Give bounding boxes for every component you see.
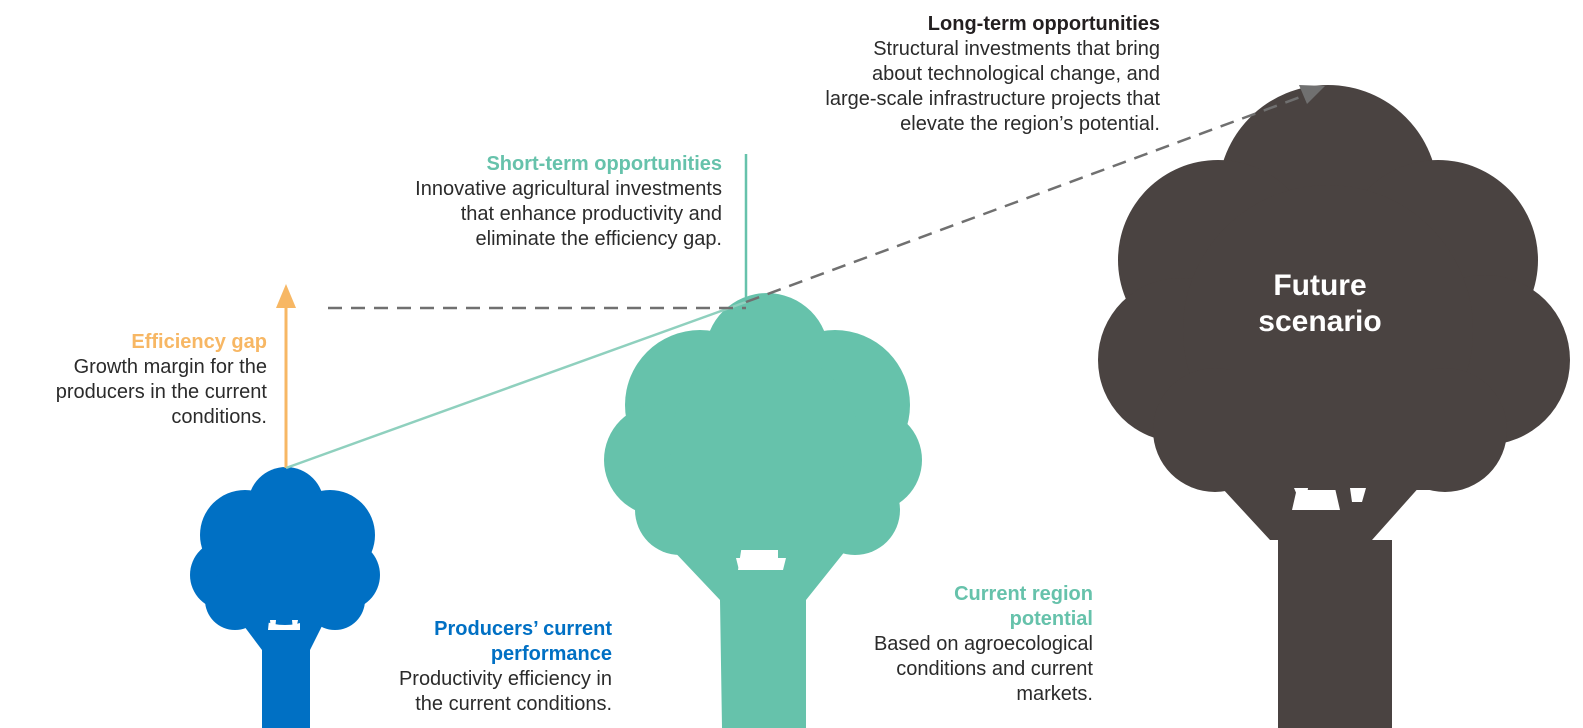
long-term-description: Structural investments that bring about … (825, 38, 1160, 135)
long-term-dashed-line (745, 94, 1304, 304)
efficiency-gap-text: Efficiency gap Growth margin for the pro… (0, 330, 267, 430)
producers-tree (190, 467, 380, 728)
region-title: Current region potential (954, 583, 1093, 630)
producers-tree-crown (190, 467, 380, 630)
producers-performance-text: Producers’ current performance Productiv… (340, 617, 612, 717)
region-tree-trunk (668, 545, 850, 728)
future-tree-trunk (1210, 475, 1430, 728)
future-tree-branch-gaps (1294, 488, 1366, 502)
future-scenario-label: Future scenario (1258, 269, 1382, 338)
producers-title: Producers’ current performance (434, 618, 612, 665)
short-term-opportunities-text: Short-term opportunities Innovative agri… (340, 152, 722, 252)
region-tree-branch-gaps (736, 558, 786, 570)
region-potential-text: Current region potential Based on agroec… (800, 582, 1093, 707)
short-term-line (285, 300, 747, 470)
region-tree-crown (604, 293, 922, 555)
long-term-arrow-head (1299, 85, 1325, 104)
efficiency-gap-title: Efficiency gap (131, 331, 267, 353)
short-term-description: Innovative agricultural investments that… (415, 178, 722, 250)
future-tree (1098, 85, 1570, 728)
producers-tree-branch-gaps (270, 620, 298, 630)
producers-tree-trunk (232, 610, 330, 728)
region-description: Based on agroecological conditions and c… (873, 633, 1093, 705)
producers-description: Productivity efficiency in the current c… (398, 668, 612, 715)
long-term-title: Long-term opportunities (927, 13, 1160, 35)
efficiency-gap-description: Growth margin for the producers in the c… (55, 356, 267, 428)
future-tree-crown (1098, 85, 1570, 492)
region-tree (604, 293, 922, 728)
long-term-opportunities-text: Long-term opportunities Structural inves… (720, 12, 1160, 137)
short-term-title: Short-term opportunities (486, 153, 722, 175)
efficiency-gap-arrow-head (276, 284, 296, 308)
